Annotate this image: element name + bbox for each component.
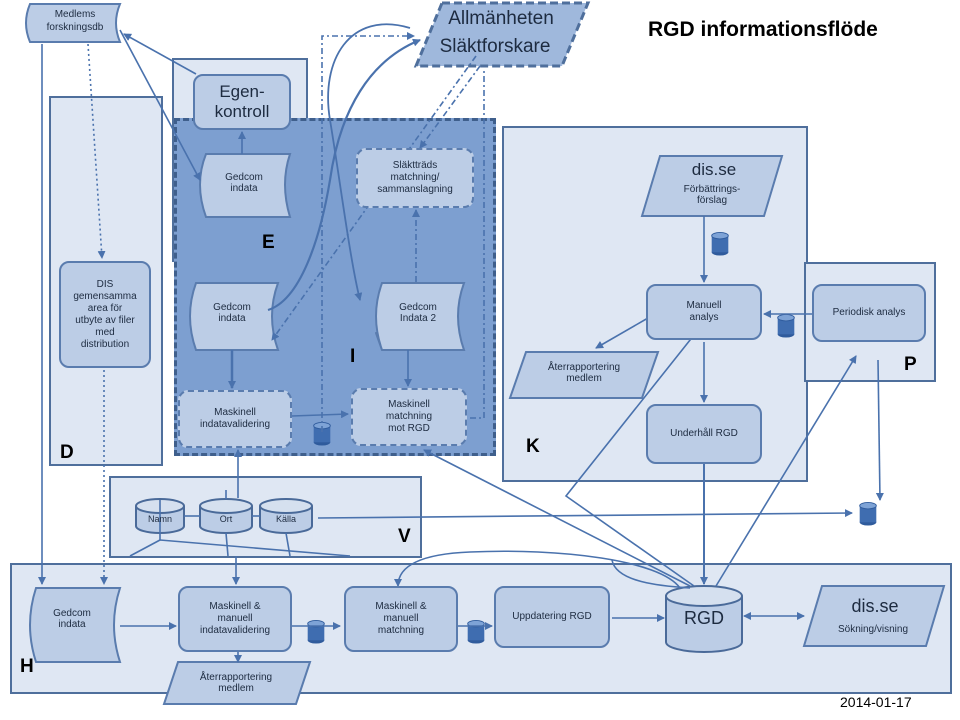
db-icon xyxy=(313,422,331,446)
dis-se-top-sub: Förbättrings- förslag xyxy=(683,184,741,206)
maskinell-matchning-rgd-box: Maskinell matchning mot RGD xyxy=(351,388,467,446)
aterrapportering-h-label: Återrapportering medlem xyxy=(199,672,273,694)
dis-se-bottom-title: dis.se xyxy=(851,596,899,616)
uppdatering-rgd-box: Uppdatering RGD xyxy=(494,586,610,648)
region-label-e: E xyxy=(262,232,275,253)
aterrapportering-k-label: Återrapportering medlem xyxy=(547,362,621,384)
dis-se-bottom-sub: Sökning/visning xyxy=(837,624,909,635)
gedcom-h-label: Gedcom indata xyxy=(53,608,91,630)
db-icon xyxy=(467,620,485,644)
kalla-cylinder xyxy=(259,498,313,534)
medlems-db-label: Medlems forskningsdb xyxy=(46,9,104,33)
region-label-i: I xyxy=(350,346,356,367)
db-icon xyxy=(859,502,877,526)
slaktforskare-label: Släktforskare xyxy=(439,36,551,57)
dis-se-top-title: dis.se xyxy=(691,160,737,179)
region-label-d: D xyxy=(60,442,74,463)
page-title: RGD informationsflöde xyxy=(648,18,878,41)
allmanheten-label: Allmänheten xyxy=(448,8,554,29)
mm-indatavalidering-box: Maskinell & manuell indatavalidering xyxy=(178,586,292,652)
gedcom-indata2-label: Gedcom Indata 2 xyxy=(399,302,437,324)
maskinell-indatavalidering-box: Maskinell indatavalidering xyxy=(178,390,292,448)
namn-label: Namn xyxy=(147,514,172,524)
manuell-analys-box: Manuell analys xyxy=(646,284,762,340)
egenkontroll-box: Egen- kontroll xyxy=(193,74,291,130)
region-label-v: V xyxy=(398,526,411,547)
allmanheten-shape xyxy=(413,1,591,68)
slaktrads-matchning-box: Släktträds matchning/ sammanslagning xyxy=(356,148,474,208)
medlems-db-shape xyxy=(25,3,122,43)
date-label: 2014-01-17 xyxy=(840,694,912,710)
gedcom-i-label: Gedcom indata xyxy=(213,302,251,324)
periodisk-analys-box: Periodisk analys xyxy=(812,284,926,342)
dis-gemensamma-area-box: DIS gemensamma area för utbyte av filer … xyxy=(59,261,151,368)
db-icon xyxy=(777,314,795,338)
db-icon xyxy=(307,620,325,644)
region-label-h: H xyxy=(20,656,34,677)
underhall-rgd-box: Underhåll RGD xyxy=(646,404,762,464)
region-label-p: P xyxy=(904,354,917,375)
gedcom-e-label: Gedcom indata xyxy=(225,172,263,194)
mm-matchning-box: Maskinell & manuell matchning xyxy=(344,586,458,652)
region-label-k: K xyxy=(526,436,540,457)
db-icon xyxy=(711,232,729,256)
ort-label: Ort xyxy=(219,514,233,524)
kalla-label: Källa xyxy=(275,514,296,524)
rgd-label: RGD xyxy=(684,608,724,628)
